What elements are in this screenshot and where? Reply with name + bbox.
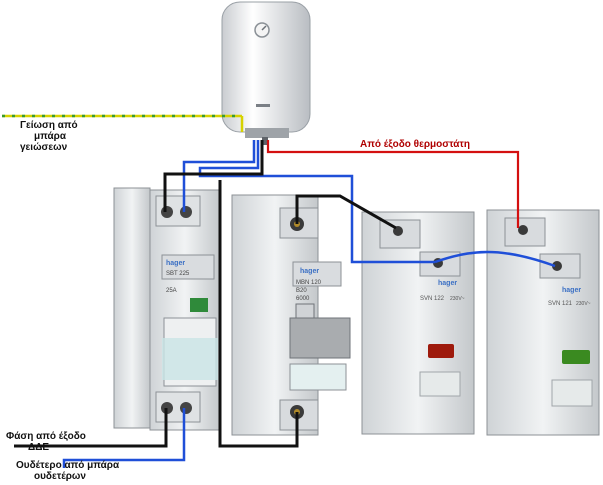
breaker-capacity: 6000 [296, 296, 310, 302]
phase-label-line2: ΔΔΕ [28, 442, 50, 453]
switch-green-window [190, 298, 208, 312]
ground-label-line2: μπάρα [34, 131, 66, 142]
breaker-rating: B20 [296, 288, 307, 294]
neutral-wire [62, 140, 556, 468]
thermostat-label: Από έξοδο θερμοστάτη [360, 139, 470, 150]
breaker-model: MBN 120 [296, 280, 322, 286]
red-lamp-lens [428, 344, 454, 358]
green-lamp-voltage: 230V~ [576, 301, 591, 307]
green-lamp-brand: hager [562, 287, 581, 294]
switch-rating: 25A [166, 288, 177, 294]
thermostat-wire [266, 140, 520, 228]
neutral-label-line2: ουδετέρων [34, 471, 86, 482]
phase-wire [14, 140, 397, 448]
water-heater [221, 1, 311, 145]
indicator-lamp-red: hager SVN 122 230V~ [361, 211, 475, 435]
circuit-breaker: hager MBN 120 B20 6000 [231, 194, 351, 436]
red-lamp-model: SVN 122 [420, 296, 445, 302]
phase-label-line1: Φάση από έξοδο [6, 431, 86, 442]
indicator-lamp-green: hager SVN 121 230V~ [486, 209, 600, 436]
isolator-switch: hager SBT 225 25A [113, 187, 221, 431]
switch-model: SBT 225 [166, 271, 190, 277]
ground-label-line1: Γείωση από [20, 120, 78, 131]
switch-brand: hager [166, 260, 185, 267]
ground-wire [2, 114, 244, 132]
breaker-brand: hager [300, 268, 319, 275]
ground-label-line3: γειώσεων [20, 142, 68, 153]
red-lamp-brand: hager [438, 280, 457, 287]
red-lamp-voltage: 230V~ [450, 296, 465, 302]
green-lamp-lens [562, 350, 590, 364]
neutral-label-line1: Ουδέτερο από μπάρα [16, 460, 120, 471]
green-lamp-model: SVN 121 [548, 301, 573, 307]
